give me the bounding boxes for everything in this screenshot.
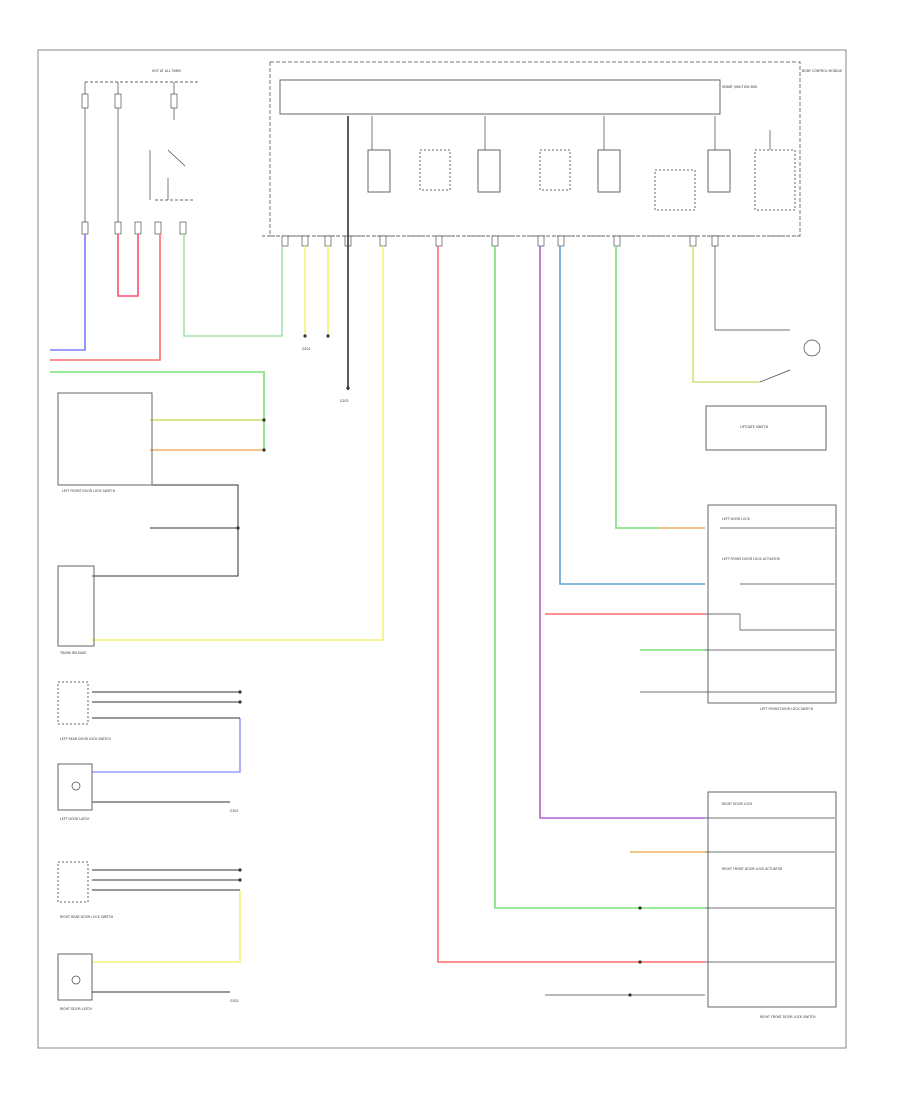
svg-text:RIGHT DOOR LATCH: RIGHT DOOR LATCH bbox=[60, 1007, 92, 1011]
ground-label-3: G301 bbox=[230, 809, 239, 813]
wire-ygreen-switch bbox=[692, 246, 760, 383]
svg-text:LIFTGATE SWITCH: LIFTGATE SWITCH bbox=[740, 425, 769, 429]
hot-label: HOT AT ALL TIMES bbox=[152, 69, 181, 73]
wire-red-left bbox=[50, 234, 161, 361]
ground-circle bbox=[803, 339, 821, 357]
wire-red-long bbox=[437, 246, 705, 963]
black-wires-left bbox=[92, 484, 240, 993]
bcm-label: BODY CONTROL MODULE bbox=[802, 69, 842, 73]
left-components: LEFT FRONT DOOR LOCK SWITCH TRUNK RELEAS… bbox=[57, 392, 153, 1011]
ground-label-4: G302 bbox=[230, 999, 239, 1003]
ground-dots bbox=[236, 334, 642, 997]
central-module: SMART JUNCTION BOX BODY CONTROL MODULE bbox=[262, 61, 842, 237]
right-door-module bbox=[707, 791, 837, 1008]
diagram-frame bbox=[37, 49, 847, 1049]
trunk-release-box bbox=[57, 565, 95, 647]
ground-label-2: G202 bbox=[340, 399, 349, 403]
liftgate-switch-box bbox=[705, 405, 827, 451]
lock-switch-box bbox=[57, 392, 153, 486]
sjb-label: SMART JUNCTION BOX bbox=[722, 85, 758, 89]
svg-text:LEFT REAR DOOR LOCK SWITCH: LEFT REAR DOOR LOCK SWITCH bbox=[60, 737, 111, 741]
svg-text:RIGHT REAR DOOR LOCK SWITCH: RIGHT REAR DOOR LOCK SWITCH bbox=[60, 915, 114, 919]
ground-label-1: G201 bbox=[302, 347, 311, 351]
svg-text:RIGHT FRONT DOOR LOCK ACTUATOR: RIGHT FRONT DOOR LOCK ACTUATOR bbox=[722, 867, 783, 871]
svg-text:LEFT FRONT DOOR LOCK SWITCH: LEFT FRONT DOOR LOCK SWITCH bbox=[760, 707, 814, 711]
svg-text:RIGHT DOOR LOCK: RIGHT DOOR LOCK bbox=[722, 802, 753, 806]
svg-text:LEFT DOOR LATCH: LEFT DOOR LATCH bbox=[60, 817, 90, 821]
svg-text:LEFT DOOR LOCK: LEFT DOOR LOCK bbox=[722, 517, 751, 521]
right-components: LEFT DOOR LOCK LEFT FRONT DOOR LOCK ACTU… bbox=[545, 339, 837, 1019]
svg-text:RIGHT FRONT DOOR LOCK SWITCH: RIGHT FRONT DOOR LOCK SWITCH bbox=[760, 1015, 816, 1019]
wire-blue bbox=[50, 234, 86, 351]
wire-pink-loop bbox=[117, 234, 139, 297]
left-door-module bbox=[707, 504, 837, 704]
wire-yellow-long bbox=[92, 246, 384, 641]
svg-text:LEFT FRONT DOOR LOCK ACTUATOR: LEFT FRONT DOOR LOCK ACTUATOR bbox=[722, 557, 781, 561]
left-connectors bbox=[81, 221, 187, 235]
wire-teal bbox=[559, 246, 705, 585]
wire-green-top bbox=[50, 371, 265, 450]
right-latch-a bbox=[57, 953, 93, 1001]
wire-green-long bbox=[494, 246, 705, 909]
wire-lavender bbox=[92, 718, 241, 773]
wire-ygreen-fuse bbox=[183, 234, 283, 337]
right-switch-a bbox=[57, 861, 89, 903]
wire-yellow-lower bbox=[92, 890, 241, 963]
svg-text:LEFT FRONT DOOR LOCK SWITCH: LEFT FRONT DOOR LOCK SWITCH bbox=[62, 489, 116, 493]
wire-black-right bbox=[714, 246, 790, 331]
fuse-area: HOT AT ALL TIMES bbox=[81, 69, 200, 230]
wire-green-upper bbox=[615, 246, 660, 529]
svg-text:TRUNK RELEASE: TRUNK RELEASE bbox=[59, 651, 86, 655]
wires bbox=[50, 116, 790, 963]
left-latch-a bbox=[57, 763, 93, 811]
wire-purple bbox=[539, 246, 705, 819]
left-switch-a bbox=[57, 681, 89, 725]
